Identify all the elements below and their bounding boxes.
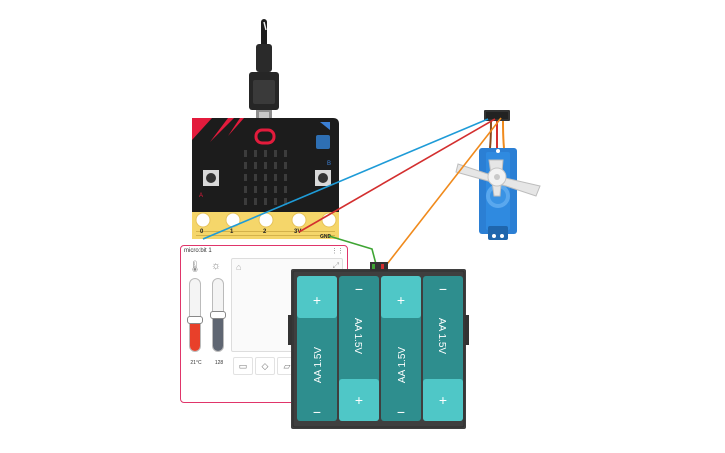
pin-gnd-hole: [321, 212, 337, 228]
wire-orange: [383, 117, 502, 269]
simulator-panel-title: micro:bit 1: [184, 248, 212, 254]
board-accent: [228, 118, 244, 136]
usb-cable[interactable]: [249, 19, 279, 120]
pin-label-1: 1: [230, 229, 234, 235]
pin-0-hole: [195, 212, 211, 228]
battery-cell-4[interactable]: − + AA 1.5V: [423, 276, 463, 421]
bluetooth-icon: [320, 122, 330, 130]
temperature-fill: [190, 320, 200, 351]
cell-2-bottom-symbol: +: [355, 392, 363, 408]
pin-2-hole: [258, 212, 274, 228]
cell-4-bottom-symbol: +: [439, 392, 447, 408]
edge-pins: [195, 212, 337, 228]
cell-3-top-symbol: +: [397, 292, 405, 308]
temperature-value: 21°C: [190, 360, 202, 366]
tag-tool-icon[interactable]: ◇: [255, 357, 275, 375]
light-value: 128: [214, 360, 224, 366]
expand-icon[interactable]: ⤢: [332, 261, 339, 270]
button-b[interactable]: B: [315, 161, 331, 186]
cell-1-bottom-symbol: −: [313, 404, 321, 420]
pin-label-3v: 3V: [294, 229, 301, 235]
home-icon[interactable]: ⌂: [236, 262, 242, 272]
led-matrix: [244, 150, 287, 205]
cell-2-label: AA 1.5V: [352, 318, 363, 354]
board-accent: [192, 118, 212, 140]
microbit-board[interactable]: A B 0 1 2 3V GND: [192, 118, 339, 240]
thermometer-icon: 🌡︎: [188, 261, 202, 273]
light-fill: [213, 315, 223, 351]
cell-3-label: AA 1.5V: [397, 347, 408, 383]
cell-4-label: AA 1.5V: [436, 318, 447, 354]
pin-3v-hole: [291, 212, 307, 228]
pin-1-hole: [225, 212, 241, 228]
sun-icon: ☼: [211, 260, 222, 272]
reset-button[interactable]: [316, 135, 330, 149]
button-a-label: A: [199, 193, 203, 199]
simulator-canvas[interactable]: ⌂ ⤢: [231, 258, 343, 352]
board-accent: [210, 118, 234, 142]
folder-tool-icon[interactable]: ▱: [277, 357, 297, 375]
pin-label-gnd: GND: [320, 234, 332, 240]
servo-motor[interactable]: [455, 110, 541, 240]
servo-connector[interactable]: [484, 110, 510, 121]
cell-3-bottom-symbol: −: [397, 404, 405, 420]
light-knob[interactable]: [210, 311, 226, 319]
temperature-track[interactable]: [189, 278, 201, 352]
pin-label-0: 0: [200, 229, 204, 235]
battery-cell-3[interactable]: + − AA 1.5V: [381, 276, 421, 421]
microbit-tool-icon[interactable]: ▭: [233, 357, 253, 375]
button-b-label: B: [327, 161, 331, 167]
drag-handle-icon[interactable]: ⋮⋮: [331, 248, 344, 255]
button-a[interactable]: A: [199, 170, 219, 199]
simulator-panel[interactable]: micro:bit 1 ⋮⋮ 🌡︎ 21°C ☼ 128 ⌂ ⤢ ▭ ◇ ▱: [180, 245, 348, 403]
wire-signal-blue: [202, 118, 489, 240]
cell-2-top-symbol: −: [355, 281, 363, 297]
logo-icon: [254, 128, 276, 145]
wire-power-red: [298, 118, 496, 233]
servo-horn[interactable]: [455, 159, 541, 197]
cell-4-top-symbol: −: [439, 281, 447, 297]
temperature-knob[interactable]: [187, 316, 203, 325]
pin-label-2: 2: [263, 229, 267, 235]
